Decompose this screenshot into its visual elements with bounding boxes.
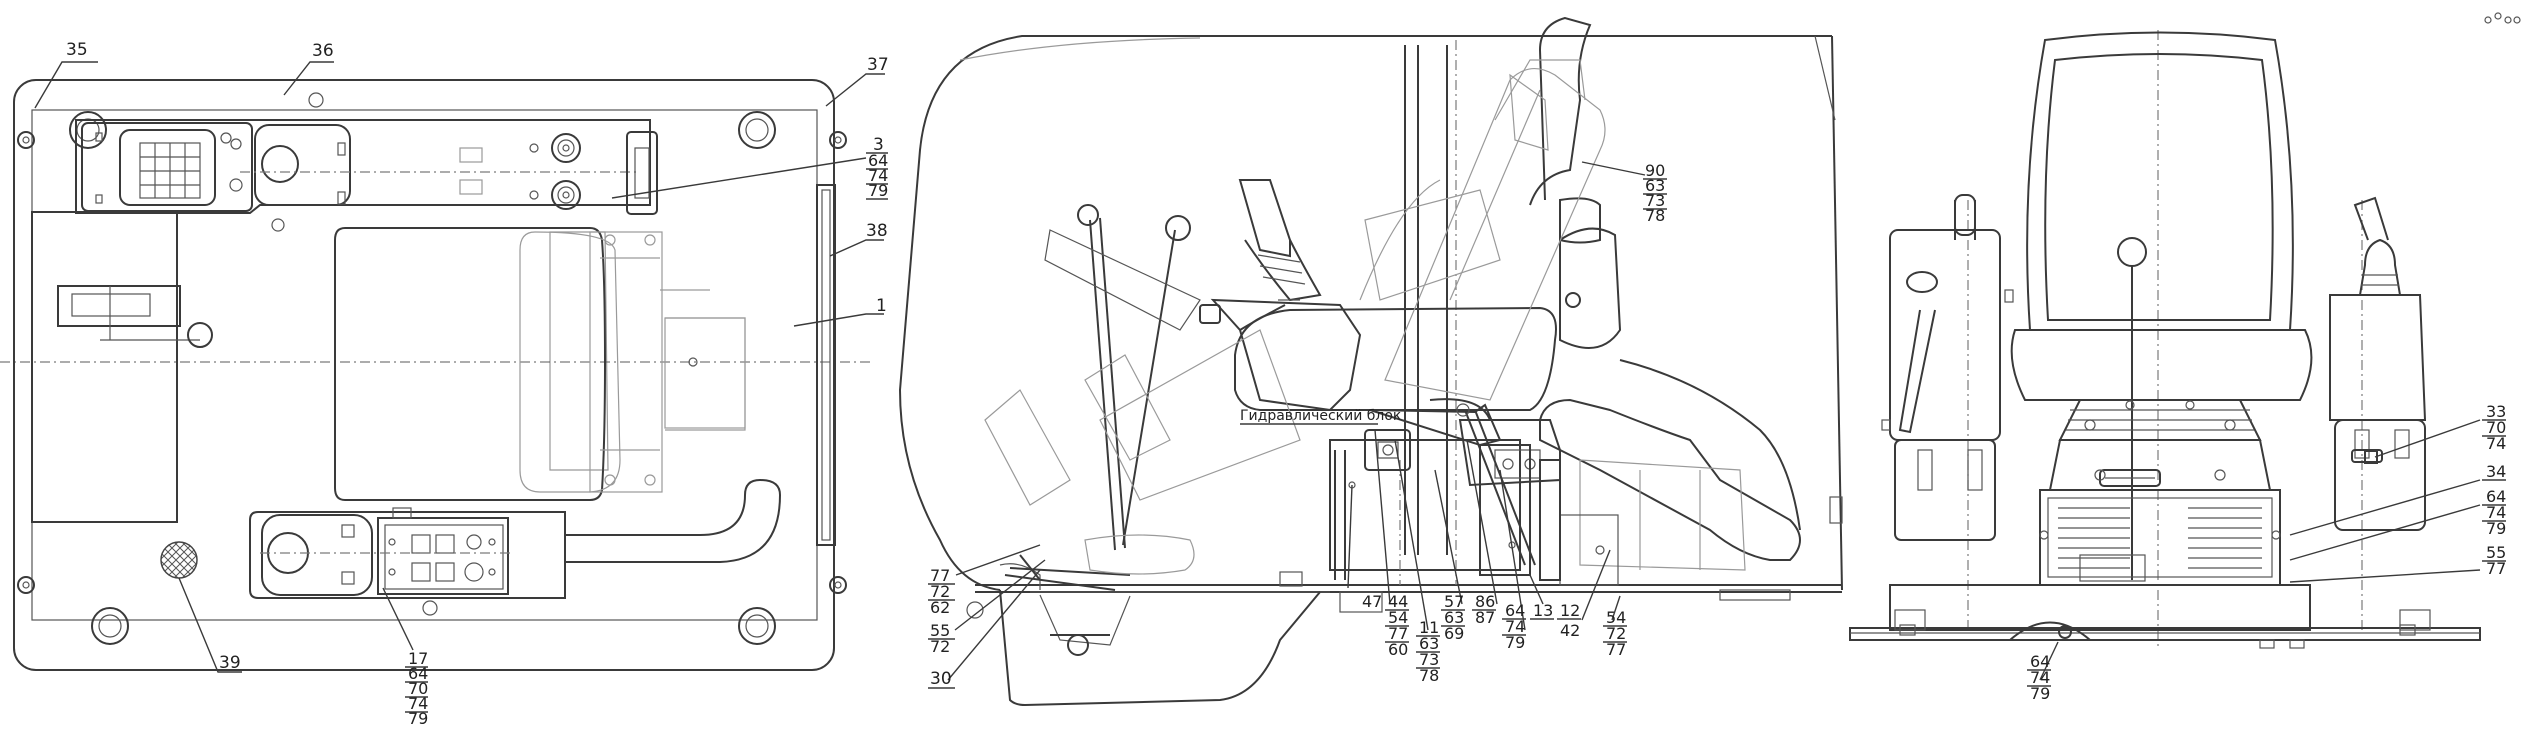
front-view-leaders [2039,419,2481,681]
vent-grille-icon [2058,507,2262,569]
front-view: 33 70 74 34 64 74 79 55 77 64 74 79 [1849,12,2521,703]
callout-64-79: 79 [2486,519,2506,538]
callout-30: 30 [930,669,952,689]
callout-11-78: 78 [1419,666,1439,685]
callout-39: 39 [219,653,241,673]
callout-33: 33 [2486,402,2506,421]
callout-37: 37 [867,55,889,75]
callout-86-87: 87 [1475,608,1495,627]
callout-17-79: 79 [408,709,428,728]
callout-33-74: 74 [2486,434,2506,453]
callout-57-63: 63 [1444,608,1464,627]
callout-12-42: 42 [1560,621,1580,640]
callout-55: 55 [930,621,950,640]
callout-17-70: 70 [408,679,428,698]
callout-55: 55 [2486,543,2506,562]
callout-12: 12 [1560,601,1580,620]
hydraulic-block-caption: Гидравлический блок [1240,408,1401,424]
callout-90-73: 73 [1645,191,1665,210]
corner-bolt-icon [17,131,847,594]
callout-44-60: 60 [1388,640,1408,659]
callout-64b: 64 [2030,652,2050,671]
callout-35: 35 [66,40,88,60]
callout-77: 77 [930,566,950,585]
callout-44-77: 77 [1388,624,1408,643]
callout-11-63: 63 [1419,634,1439,653]
callout-64-74: 74 [2486,503,2506,522]
callout-44: 44 [1388,592,1408,611]
callout-11-73: 73 [1419,650,1439,669]
callout-86: 86 [1475,592,1495,611]
callout-44-54: 54 [1388,608,1408,627]
callout-54: 54 [1606,608,1626,627]
callout-3-64: 64 [868,151,888,170]
callout-57-69: 69 [1444,624,1464,643]
callout-33-70: 70 [2486,418,2506,437]
callout-77-72: 72 [930,582,950,601]
toggle-switch-icon [529,133,581,210]
callout-57: 57 [1444,592,1464,611]
callout-77-62: 62 [930,598,950,617]
callout-1: 1 [876,296,887,316]
callout-54-72: 72 [1606,624,1626,643]
callout-11: 11 [1419,618,1439,637]
top-view-leaders [34,61,885,673]
callout-54-77: 77 [1606,640,1626,659]
top-view: 35 36 37 3 64 74 79 38 1 39 17 64 70 74 … [0,40,889,728]
callout-3: 3 [873,135,884,155]
button-panel-icon [388,534,496,582]
callout-90-78: 78 [1645,206,1665,225]
side-view: Гидравлический блок 90 63 73 78 77 72 62 [898,16,1843,707]
callout-17-64: 64 [408,664,428,683]
corner-mark-icon [2484,12,2521,24]
callout-17-74: 74 [408,694,428,713]
callout-64-74: 74 [1505,617,1525,636]
side-view-leaders [947,161,1646,681]
switch-block-icon [139,142,201,199]
callout-3-74: 74 [868,166,888,185]
callout-47: 47 [1362,592,1382,611]
callout-64-79: 79 [1505,633,1525,652]
callout-34: 34 [2486,462,2506,481]
callout-64: 64 [2486,487,2506,506]
callout-90-63: 63 [1645,176,1665,195]
callout-17: 17 [408,649,428,668]
callout-38: 38 [866,221,888,241]
callout-64b-79: 79 [2030,684,2050,703]
callout-36: 36 [312,41,334,61]
callout-64b-74: 74 [2030,668,2050,687]
callout-55-72: 72 [930,637,950,656]
callout-90: 90 [1645,161,1665,180]
callout-13: 13 [1533,601,1553,620]
callout-55-77: 77 [2486,559,2506,578]
callout-3-79: 79 [868,181,888,200]
callout-64: 64 [1505,601,1525,620]
grille-icon [160,541,198,579]
